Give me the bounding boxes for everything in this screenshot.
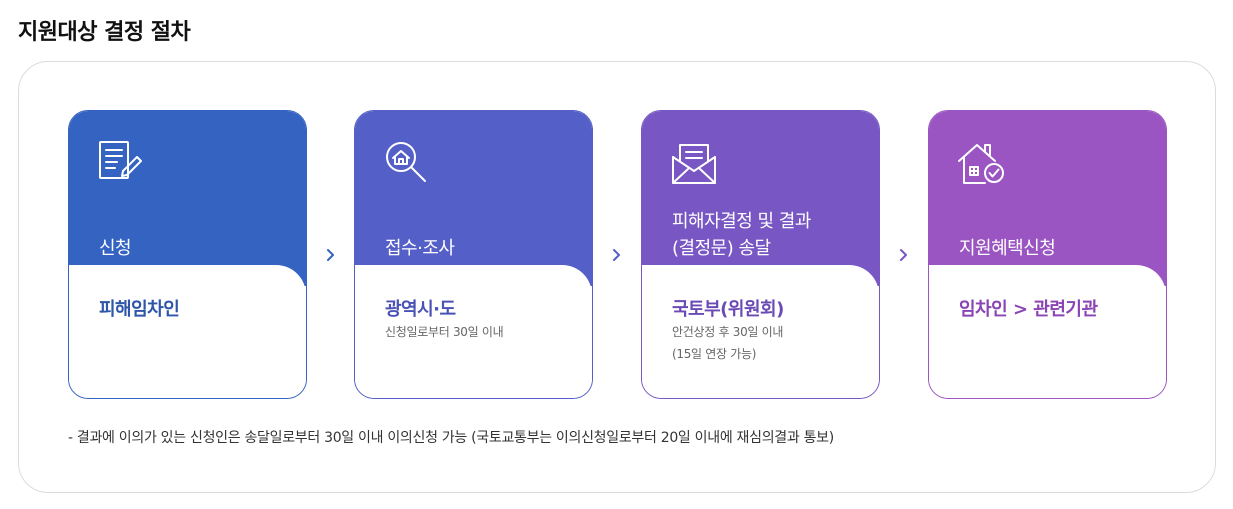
step-card-apply: 신청 피해임차인 bbox=[68, 110, 307, 399]
footnote: - 결과에 이의가 있는 신청인은 송달일로부터 30일 이내 이의신청 가능 … bbox=[68, 430, 834, 446]
step-label: 피해자결정 및 결과 (결정문) 송달 bbox=[672, 208, 863, 262]
step-note: 신청일로부터 30일 이내 bbox=[385, 321, 504, 343]
chevron-right-icon bbox=[900, 249, 907, 261]
step-card-header: 접수·조사 bbox=[355, 111, 592, 286]
step-card-body: 임차인 > 관련기관 bbox=[929, 265, 1166, 398]
step-label-line: 피해자결정 및 결과 bbox=[672, 211, 811, 232]
step-note-line: 신청일로부터 30일 이내 bbox=[385, 325, 504, 339]
step-card-header: 지원혜택신청 bbox=[929, 111, 1166, 286]
step-card-header: 신청 bbox=[69, 111, 306, 286]
section-title: 지원대상 결정 절차 bbox=[18, 20, 191, 45]
step-actor: 국토부(위원회) bbox=[672, 299, 784, 320]
step-label-line: (결정문) 송달 bbox=[672, 238, 771, 259]
document-pen-icon bbox=[99, 141, 142, 179]
step-label: 지원혜택신청 bbox=[959, 238, 1056, 259]
step-card-receipt: 접수·조사 광역시·도 신청일로부터 30일 이내 bbox=[354, 110, 593, 399]
step-actor: 임차인 > 관련기관 bbox=[959, 299, 1098, 320]
step-actor: 피해임차인 bbox=[99, 299, 180, 320]
step-card-body: 국토부(위원회) 안건상정 후 30일 이내 (15일 연장 가능) bbox=[642, 265, 879, 398]
step-label: 신청 bbox=[99, 238, 132, 259]
step-note: 안건상정 후 30일 이내 (15일 연장 가능) bbox=[672, 321, 783, 365]
step-actor: 광역시·도 bbox=[385, 299, 456, 320]
step-card-body: 광역시·도 신청일로부터 30일 이내 bbox=[355, 265, 592, 398]
step-card-benefit: 지원혜택신청 임차인 > 관련기관 bbox=[928, 110, 1167, 399]
step-note-line: 안건상정 후 30일 이내 bbox=[672, 325, 784, 339]
step-label: 접수·조사 bbox=[385, 238, 455, 259]
chevron-right-icon bbox=[613, 249, 620, 261]
house-search-icon bbox=[386, 142, 426, 182]
chevron-right-icon bbox=[327, 249, 334, 261]
step-card-body: 피해임차인 bbox=[69, 265, 306, 398]
envelope-icon bbox=[672, 144, 716, 184]
house-check-icon bbox=[958, 144, 1004, 184]
step-note-line: (15일 연장 가능) bbox=[672, 347, 757, 361]
step-card-header: 피해자결정 및 결과 (결정문) 송달 bbox=[642, 111, 879, 286]
step-card-decision: 피해자결정 및 결과 (결정문) 송달 국토부(위원회) 안건상정 후 30일 … bbox=[641, 110, 880, 399]
